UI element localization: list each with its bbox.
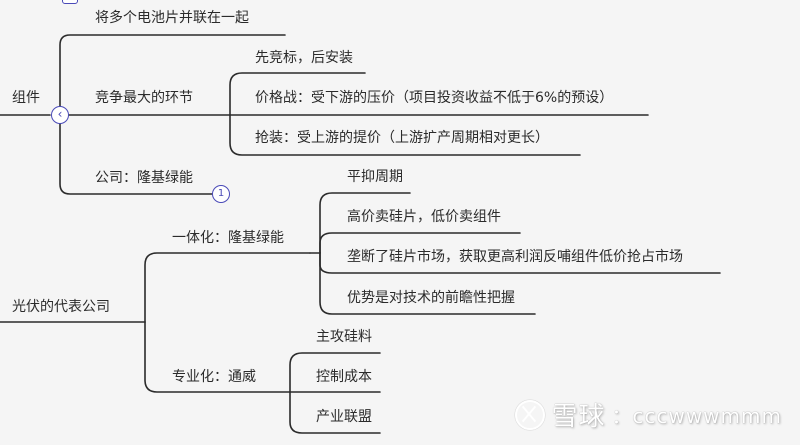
edge-item2-child3 [229,114,581,156]
node-specialized-child3[interactable]: 产业联盟 [316,409,372,425]
edge-integrated-c2 [319,232,521,254]
watermark-handle: ：cccwwwmmm [611,404,782,428]
node-item2-child2[interactable]: 价格战：受下游的压价（项目投资收益不低于6%的预设） [255,90,614,106]
node-components[interactable]: 组件 [12,90,40,106]
watermark-brand: 雪球 [551,402,606,432]
node-companies[interactable]: 光伏的代表公司 [12,299,110,315]
node-specialized-child1[interactable]: 主攻硅料 [316,329,372,345]
node-integrated-child2[interactable]: 高价卖硅片，低价卖组件 [347,209,501,225]
edge-specialized-c3 [289,391,381,434]
edge-companies-spine [144,252,311,323]
node-components-item2[interactable]: 竞争最大的环节 [95,90,193,106]
collapsed-count-badge[interactable]: 1 [212,185,230,203]
node-item2-child3[interactable]: 抢装：受上游的提价（上游扩产周期相对更长） [255,130,549,146]
node-specialized[interactable]: 专业化：通威 [172,369,256,385]
node-integrated-child3[interactable]: 垄断了硅片市场，获取更高利润反哺组件低价抢占市场 [347,249,683,265]
node-item2-child1[interactable]: 先竞标，后安装 [255,50,353,66]
edge-integrated-c4 [319,252,536,315]
node-integrated[interactable]: 一体化：隆基绿能 [172,230,284,246]
node-integrated-child4[interactable]: 优势是对技术的前瞻性把握 [347,290,515,306]
edge-companies-specialized [144,321,291,393]
edge-integrated-c1 [319,192,411,254]
edge-components-item3 [59,114,214,195]
node-components-item3[interactable]: 公司：隆基绿能 [95,170,193,186]
edge-components-spine [59,34,286,116]
node-specialized-child2[interactable]: 控制成本 [316,369,372,385]
edge-specialized-c1 [289,352,381,393]
node-integrated-child1[interactable]: 平抑周期 [347,169,403,185]
xueqiu-logo-icon [515,399,546,430]
edge-item2-children [229,72,366,116]
node-components-item1[interactable]: 将多个电池片并联在一起 [95,10,249,26]
watermark: 雪球 ：cccwwwmmm [515,396,782,433]
chevron-left-icon[interactable]: ‹ [51,106,69,124]
collapsed-node-stub[interactable] [62,0,78,4]
